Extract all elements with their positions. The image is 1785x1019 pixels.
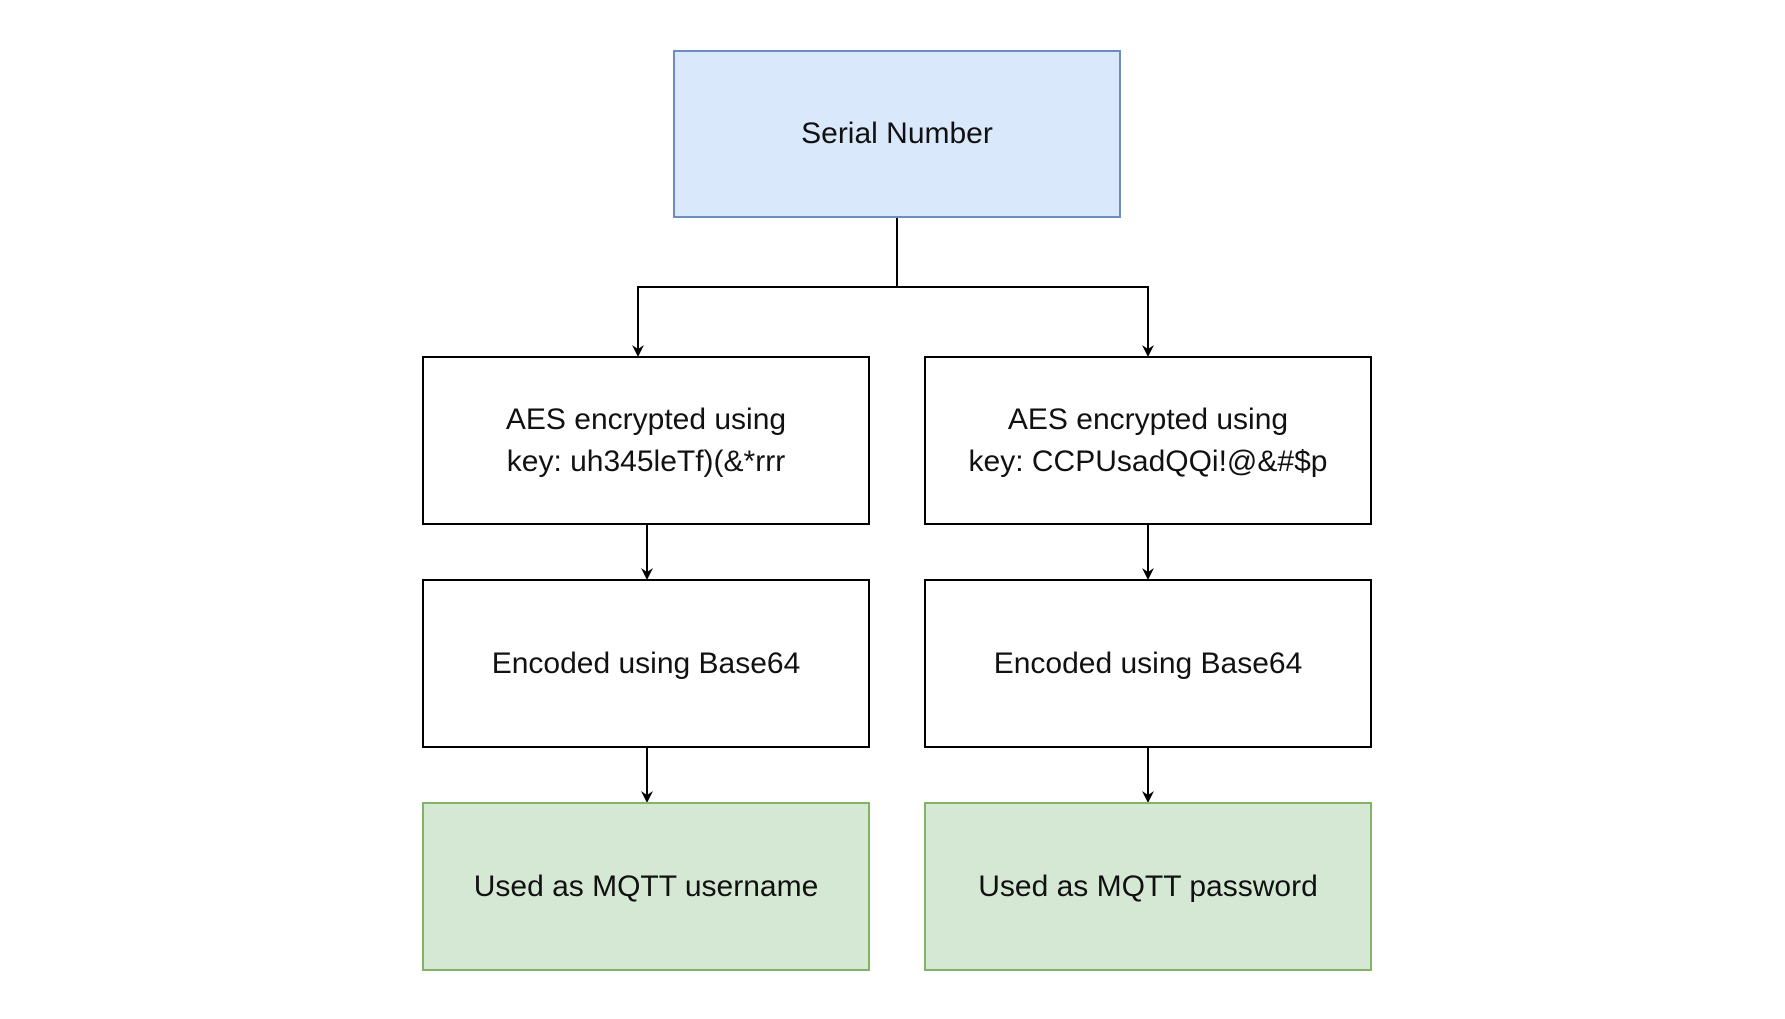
aes-right-line1: AES encrypted using <box>1007 402 1289 436</box>
aes-encryption-node-right: AES encrypted using key: CCPUsadQQi!@&#$… <box>924 356 1372 525</box>
connector-serial-to-aes-right <box>897 286 1154 357</box>
aes-encryption-node-left: AES encrypted using key: uh345leTf)(&*rr… <box>422 356 870 525</box>
base64-left-label: Encoded using Base64 <box>491 646 801 680</box>
aes-right-key: key: CCPUsadQQi!@&#$p <box>968 444 1328 478</box>
mqtt-password-label: Used as MQTT password <box>978 869 1318 903</box>
serial-number-node: Serial Number <box>673 50 1121 218</box>
aes-left-line1: AES encrypted using <box>505 402 787 436</box>
aes-left-key: key: uh345leTf)(&*rrr <box>506 444 786 478</box>
connector-serial-to-aes-left <box>632 217 898 357</box>
mqtt-username-node: Used as MQTT username <box>422 802 870 971</box>
serial-number-label: Serial Number <box>801 117 993 150</box>
base64-right-label: Encoded using Base64 <box>993 646 1303 680</box>
base64-encoding-node-right: Encoded using Base64 <box>924 579 1372 748</box>
mqtt-username-label: Used as MQTT username <box>473 869 819 903</box>
base64-encoding-node-left: Encoded using Base64 <box>422 579 870 748</box>
mqtt-password-node: Used as MQTT password <box>924 802 1372 971</box>
